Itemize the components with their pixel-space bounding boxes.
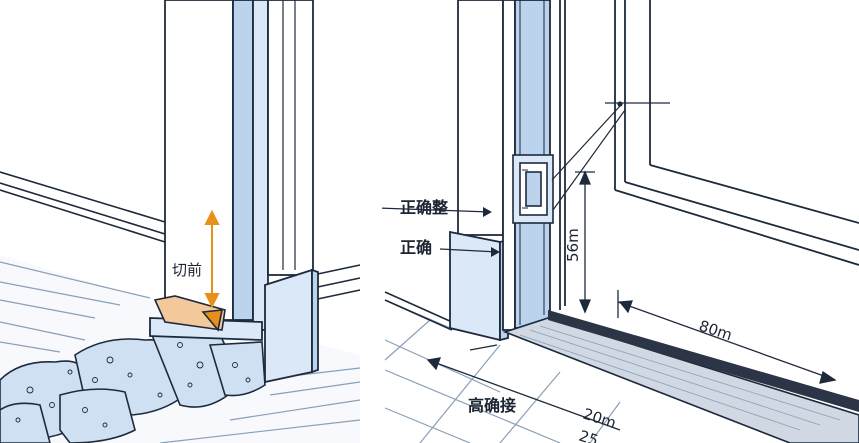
label-correct: 正确: [400, 238, 432, 257]
right-door-leaf: [457, 0, 504, 236]
dim-80-text: 80m: [697, 317, 735, 345]
label-high-correct-joint-group: 高确接: [468, 396, 516, 415]
label-correct-group: 正确: [400, 238, 500, 257]
dim-vertical-56: 56m: [564, 170, 595, 314]
left-door-panel: [164, 0, 234, 321]
left-label-prefix: 切: [172, 261, 187, 279]
right-tile-floor: [384, 299, 621, 443]
strike-plate: [512, 154, 554, 224]
left-panel: 切 前: [0, 0, 361, 443]
left-stone-foundation: [0, 321, 266, 443]
panel-divider: [362, 0, 382, 443]
right-plinth-block: [449, 230, 509, 342]
right-glass-door: [559, 0, 859, 310]
label-correct-whole: 正确整: [400, 198, 448, 217]
right-top-leader: [551, 101, 670, 211]
label-correct-whole-group: 正确整: [377, 198, 492, 217]
right-panel: 正确整 正确 56m 80m: [377, 0, 859, 443]
left-wall-baseboard: [0, 171, 166, 243]
dim-56-text: 56m: [564, 228, 582, 262]
left-label-front-text: 前: [187, 261, 202, 279]
dim-diagonal-80: 80m: [617, 290, 837, 384]
left-vertical-adjust-arrow: [204, 209, 220, 309]
dim-bottom-20: 20m 25: [426, 344, 621, 443]
right-threshold-strip: [502, 310, 859, 443]
left-shim-wedge: [153, 295, 226, 332]
dim-bottom-partial-text: 25: [577, 427, 601, 443]
left-label-front: 切 前: [172, 261, 202, 279]
left-plinth-block: [264, 268, 319, 384]
left-right-wall-trim: [312, 264, 361, 301]
left-door-jamb: [232, 0, 314, 331]
right-left-baseboard: [384, 291, 453, 331]
label-high-correct-joint: 高确接: [468, 396, 516, 415]
